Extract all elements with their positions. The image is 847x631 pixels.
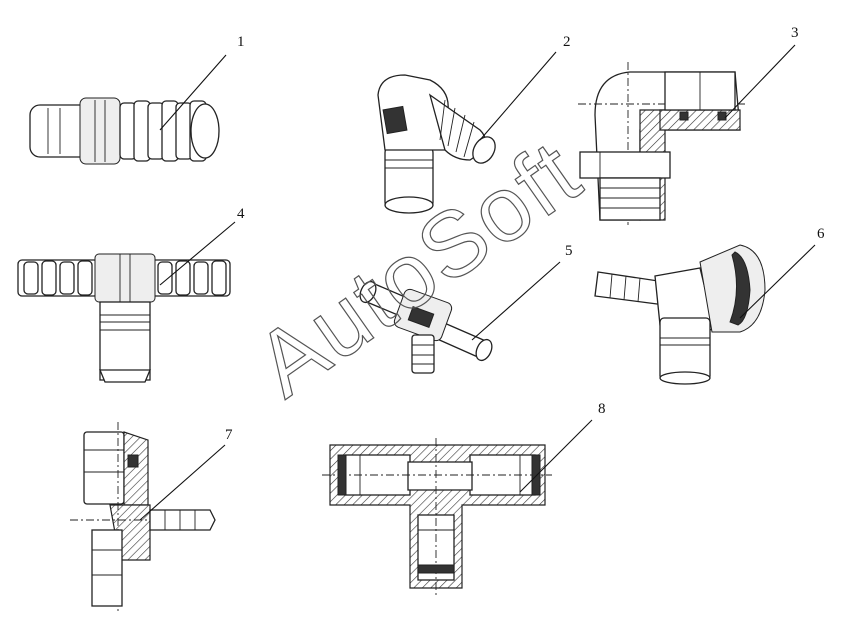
part-3-sectional-elbow — [578, 62, 745, 225]
barb-ring — [157, 261, 173, 295]
barb-ring — [23, 261, 39, 295]
leader-5 — [471, 261, 561, 341]
part-6-quick-connector-tee — [594, 244, 766, 385]
barb-ring — [175, 260, 191, 296]
barb-ring — [77, 260, 93, 296]
callout-3: 3 — [791, 25, 799, 41]
leader-6 — [739, 244, 816, 319]
callout-7: 7 — [225, 427, 233, 443]
barb-ring — [41, 260, 57, 296]
leader-lines — [139, 44, 816, 521]
callout-4: 4 — [237, 206, 245, 222]
part-7-sectional-tee — [70, 422, 216, 612]
leader-8 — [519, 419, 593, 493]
leader-3 — [724, 44, 796, 119]
barb-ring — [193, 261, 209, 295]
part-4-barbed-tee — [17, 253, 231, 383]
part-8-sectional-tee — [322, 438, 552, 595]
part-5-barbed-cross — [359, 280, 493, 374]
callout-1: 1 — [237, 34, 245, 50]
leader-1 — [159, 54, 227, 131]
callout-5: 5 — [565, 243, 573, 259]
callout-2: 2 — [563, 34, 571, 50]
barb-ring — [59, 261, 75, 295]
callout-6: 6 — [817, 226, 825, 242]
leader-2 — [479, 51, 557, 141]
leader-4 — [159, 221, 236, 286]
barb-ring — [211, 260, 227, 296]
callout-8: 8 — [598, 401, 606, 417]
leader-7 — [139, 444, 226, 521]
part-1-straight-connector — [29, 97, 220, 165]
callout-labels: 1 2 3 4 5 6 7 8 — [225, 25, 825, 443]
part-2-elbow-connector — [377, 74, 496, 214]
